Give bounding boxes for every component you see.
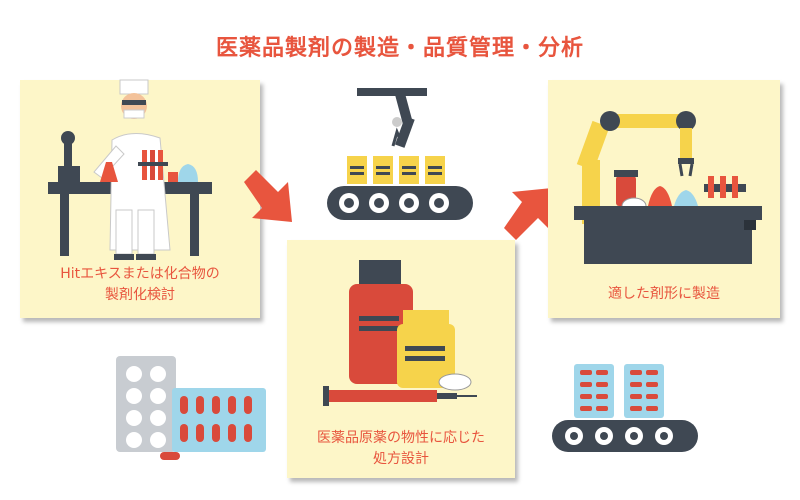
step-label-manufacture: 適した剤形に製造 [548, 284, 780, 305]
step-label-formulation-study: Hitエキスまたは化合物の 製剤化検討 [20, 264, 260, 306]
step-label-prescription-design: 医薬品原薬の物性に応じた 処方設計 [287, 428, 515, 470]
blister-conveyor-icon [552, 364, 698, 452]
scientist-at-lab-bench-icon [48, 79, 212, 260]
arrow-icon [244, 170, 292, 222]
step-label-line: 製剤化検討 [105, 287, 175, 303]
medicine-bottles-icon [323, 260, 477, 406]
step-label-line: Hitエキスまたは化合物の [60, 266, 220, 282]
robot-arm-over-conveyor-icon [327, 88, 473, 220]
step-label-line: 適した剤形に製造 [608, 286, 720, 302]
step-label-line: 処方設計 [373, 451, 429, 467]
step-card-formulation-study: Hitエキスまたは化合物の 製剤化検討 [20, 79, 260, 318]
robot-arm-lab-icon [574, 111, 762, 264]
step-card-manufacture: 適した剤形に製造 [548, 80, 780, 318]
page-title: 医薬品製剤の製造・品質管理・分析 [215, 36, 584, 61]
blister-packs-icon [116, 356, 266, 460]
step-label-line: 医薬品原薬の物性に応じた [317, 430, 485, 446]
arrow-icon [504, 188, 552, 240]
step-card-prescription-design: 医薬品原薬の物性に応じた 処方設計 [287, 240, 515, 478]
